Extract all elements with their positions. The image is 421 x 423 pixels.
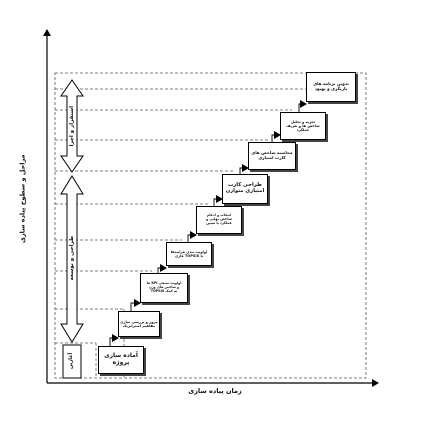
phase-label-design: طراحی و توسعه — [68, 235, 75, 281]
phase-label-start: آغازین — [68, 352, 75, 370]
step-text-8: تجزیه و تحلیل شاخص ها و تعریف عملکرد — [286, 119, 320, 133]
phase-label-execution: استقرار و اجرا — [68, 105, 75, 147]
step-text-5: انتخاب و ادغام شاخص نهایی و عملکرد با تع… — [206, 213, 232, 225]
step-text-3: اولویت سنجی KPI ها و شاخص های وزن به کمک… — [146, 281, 182, 293]
guide-lines — [55, 88, 316, 344]
step-box-4: اولویت بندی فرایندها با TOPSIS فازی — [166, 242, 212, 266]
step-text-7: محاسبه شاخص های کارت امتیازی — [251, 150, 293, 160]
step-text-6: طراحی کارت امتیازی متوازن — [225, 182, 265, 194]
step-box-6: طراحی کارت امتیازی متوازن — [222, 174, 268, 204]
step-box-7: محاسبه شاخص های کارت امتیازی — [248, 142, 296, 170]
step-box-9: تدوین برنامه های بازنگری و بهبود — [306, 72, 356, 102]
x-axis-label: زمان پیاده سازی — [188, 387, 242, 395]
phase-arrow-design — [60, 175, 84, 343]
outer-frame — [54, 72, 367, 379]
phase-arrow-execution — [60, 79, 84, 173]
step-connectors — [109, 100, 307, 346]
y-axis-label: مراحل و سطوح پیاده سازی — [18, 154, 27, 244]
step-box-5: انتخاب و ادغام شاخص نهایی و عملکرد با تع… — [196, 206, 242, 234]
phase-arrows — [60, 79, 84, 343]
step-text-1: آماده سازی پروژه — [104, 352, 138, 366]
step-text-9: تدوین برنامه های بازنگری و بهبود — [313, 81, 349, 91]
step-box-2: مرور و بررسی سازی مفاهیم استراتژیک — [118, 311, 160, 337]
phase-box-start — [62, 344, 82, 379]
step-box-1: آماده سازی پروژه — [98, 346, 144, 374]
step-text-4: اولویت بندی فرایندها با TOPSIS فازی — [170, 249, 208, 258]
step-box-3: اولویت سنجی KPI ها و شاخص های وزن به کمک… — [140, 273, 188, 303]
step-box-8: تجزیه و تحلیل شاخص ها و تعریف عملکرد — [280, 112, 326, 140]
step-text-2: مرور و بررسی سازی مفاهیم استراتژیک — [120, 319, 158, 328]
